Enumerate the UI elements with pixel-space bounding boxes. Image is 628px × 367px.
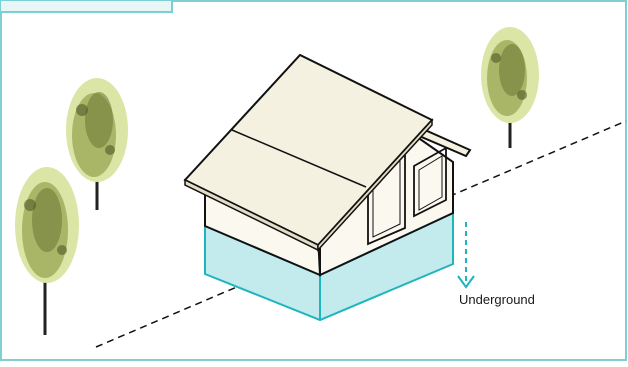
tree-icon: [15, 167, 79, 335]
tree-icon: [481, 27, 539, 148]
tree-icon: [66, 78, 128, 210]
window-right: [413, 146, 447, 218]
main-roof: [183, 53, 434, 252]
underground-label: Underground: [459, 292, 535, 307]
window-right-inner: [418, 155, 443, 211]
frame-tab: [0, 0, 173, 13]
dashed-down-arrow-icon: [457, 222, 475, 289]
